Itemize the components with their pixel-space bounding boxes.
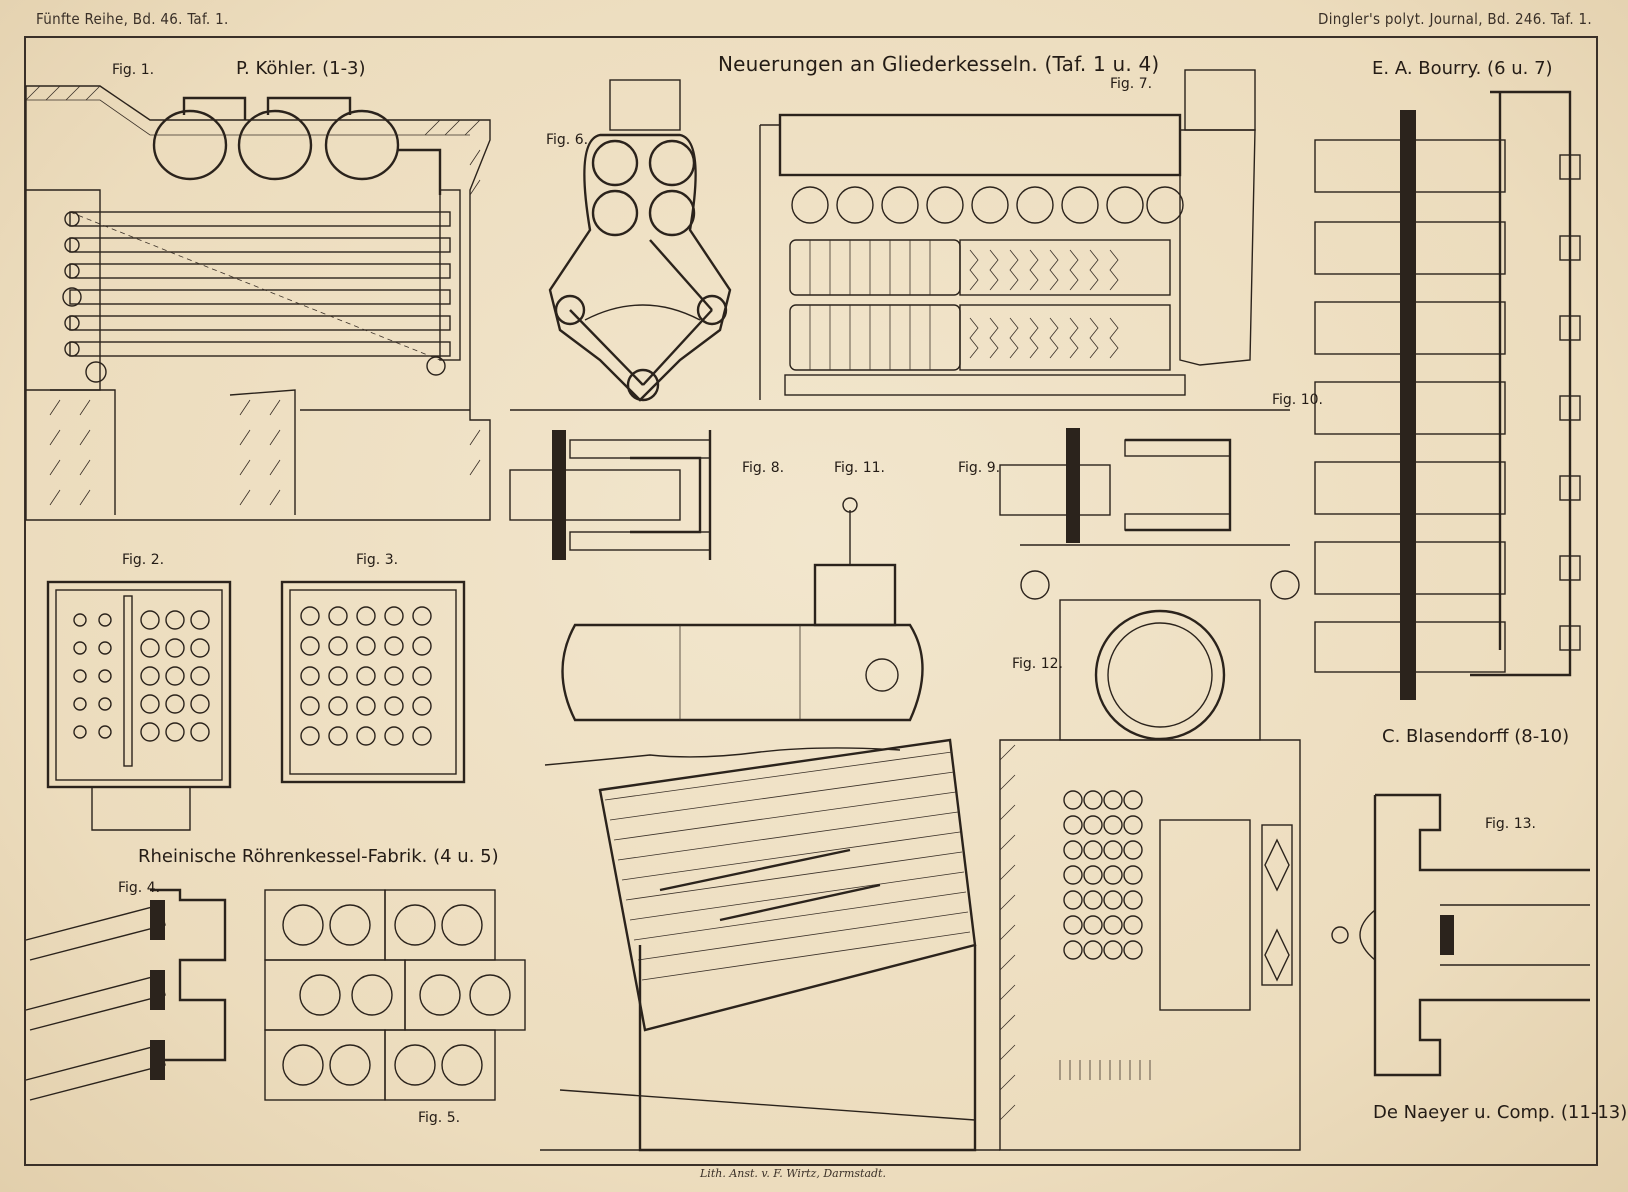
author-naeyer: De Naeyer u. Comp. (11-13) xyxy=(1373,1102,1628,1123)
fig8-connection xyxy=(509,430,712,560)
fig5-label: Fig. 5. xyxy=(418,1110,461,1126)
fig10-label: Fig. 10. xyxy=(1272,392,1323,408)
journal-header: Dingler's polyt. Journal, Bd. 246. Taf. … xyxy=(1318,10,1592,28)
fig7-label: Fig. 7. xyxy=(1110,76,1153,92)
lithographer-imprint: Lith. Anst. v. F. Wirtz, Darmstadt. xyxy=(700,1167,886,1180)
fig12-label: Fig. 12. xyxy=(1012,656,1063,672)
fig13-joint xyxy=(1331,793,1590,1077)
fig2-label: Fig. 2. xyxy=(122,552,165,568)
fig9-label: Fig. 9. xyxy=(958,460,1001,476)
series-header: Fünfte Reihe, Bd. 46. Taf. 1. xyxy=(36,10,229,28)
author-bourry: E. A. Bourry. (6 u. 7) xyxy=(1372,58,1553,79)
fig1-boiler-section xyxy=(25,85,491,521)
author-rheinische: Rheinische Röhrenkessel-Fabrik. (4 u. 5) xyxy=(138,846,499,867)
fig6-end-view xyxy=(548,79,732,402)
fig3-tube-plate xyxy=(280,580,466,784)
fig13-label: Fig. 13. xyxy=(1485,816,1536,832)
fig11-inclined-boiler xyxy=(540,497,1000,1152)
fig12-cross-section xyxy=(999,544,1301,1151)
fig1-label: Fig. 1. xyxy=(112,62,155,78)
fig11-label: Fig. 11. xyxy=(834,460,885,476)
fig10-section xyxy=(1314,90,1581,700)
fig7-long-section xyxy=(510,69,1290,411)
fig4-label: Fig. 4. xyxy=(118,880,161,896)
fig9-connection xyxy=(999,428,1232,543)
plate-frame xyxy=(24,36,1598,1166)
fig2-tube-plate xyxy=(46,580,232,831)
fig4-headers xyxy=(25,888,227,1101)
author-koehler: P. Köhler. (1-3) xyxy=(236,58,366,79)
fig6-label: Fig. 6. xyxy=(546,132,589,148)
fig5-header-plate xyxy=(264,889,526,1101)
fig3-label: Fig. 3. xyxy=(356,552,399,568)
plate-title: Neuerungen an Gliederkesseln. (Taf. 1 u.… xyxy=(718,52,1160,76)
author-blasendorff: C. Blasendorff (8-10) xyxy=(1382,726,1570,747)
fig8-label: Fig. 8. xyxy=(742,460,785,476)
